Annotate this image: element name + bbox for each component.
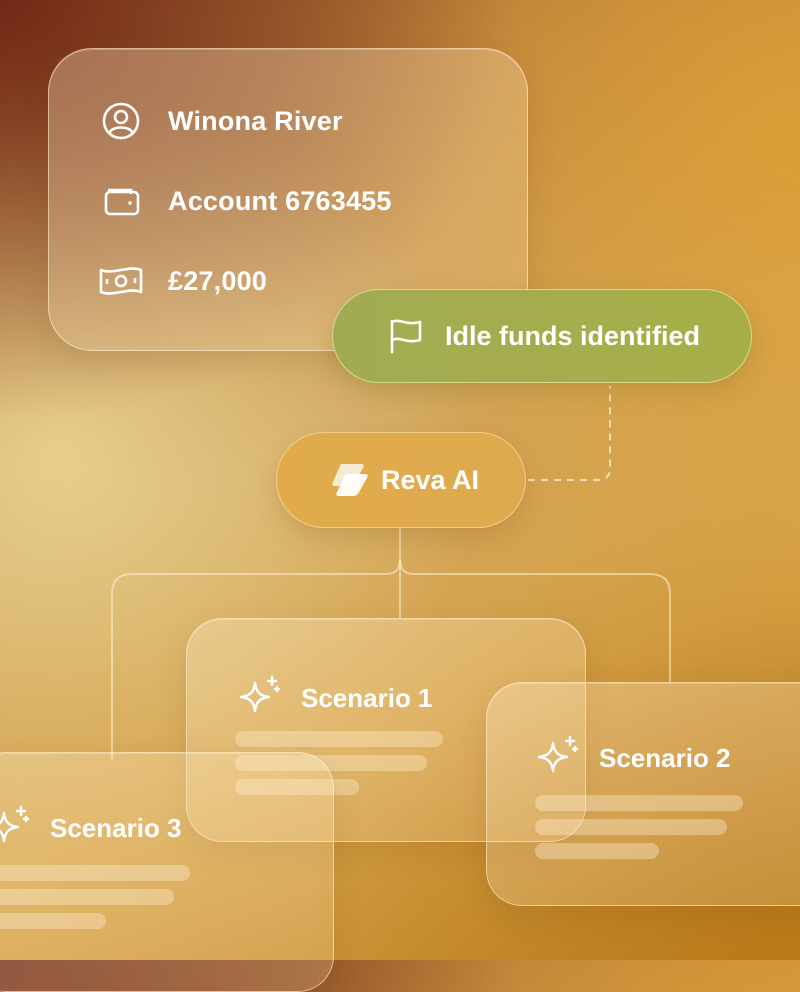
scenario-card-2[interactable]: Scenario 2 <box>486 682 800 906</box>
placeholder-line <box>235 755 427 771</box>
account-number: Account 6763455 <box>168 185 392 216</box>
reva-ai-node[interactable]: Reva AI <box>276 432 526 528</box>
wallet-icon <box>99 179 143 223</box>
placeholder-line <box>535 795 743 811</box>
user-icon <box>99 99 143 143</box>
scenario-1-label: Scenario 1 <box>301 683 433 713</box>
account-balance-row: £27,000 <box>99 259 267 303</box>
account-balance: £27,000 <box>168 265 267 296</box>
connector-lines <box>111 386 671 760</box>
scenario-card-3[interactable]: Scenario 3 <box>0 752 334 992</box>
reva-ai-label: Reva AI <box>381 464 480 495</box>
placeholder-line <box>235 731 443 747</box>
banknote-icon <box>99 259 143 303</box>
scenario-2-header: Scenario 2 <box>535 733 731 784</box>
idle-funds-label: Idle funds identified <box>445 320 700 351</box>
branch-connector-left <box>111 559 401 760</box>
placeholder-line <box>0 889 174 905</box>
sparkles-icon <box>237 673 283 724</box>
placeholder-line <box>0 913 106 929</box>
placeholder-line <box>535 843 659 859</box>
sparkles-icon <box>0 803 32 854</box>
scenario-3-label: Scenario 3 <box>50 813 182 843</box>
dashed-connector <box>528 386 611 481</box>
reva-logo-icon <box>329 460 369 500</box>
scenario-1-header: Scenario 1 <box>237 673 433 724</box>
account-number-row: Account 6763455 <box>99 179 392 223</box>
sparkles-icon <box>535 733 581 784</box>
account-holder-row: Winona River <box>99 99 343 143</box>
account-holder-name: Winona River <box>168 105 343 136</box>
scenario-card-1[interactable]: Scenario 1 <box>186 618 586 842</box>
scenario-2-label: Scenario 2 <box>599 743 731 773</box>
placeholder-line <box>535 819 727 835</box>
placeholder-line <box>0 865 190 881</box>
branch-connector-right <box>399 559 671 682</box>
scenario-3-header: Scenario 3 <box>0 803 182 854</box>
flag-icon <box>385 315 427 357</box>
idle-funds-alert[interactable]: Idle funds identified <box>332 289 752 383</box>
